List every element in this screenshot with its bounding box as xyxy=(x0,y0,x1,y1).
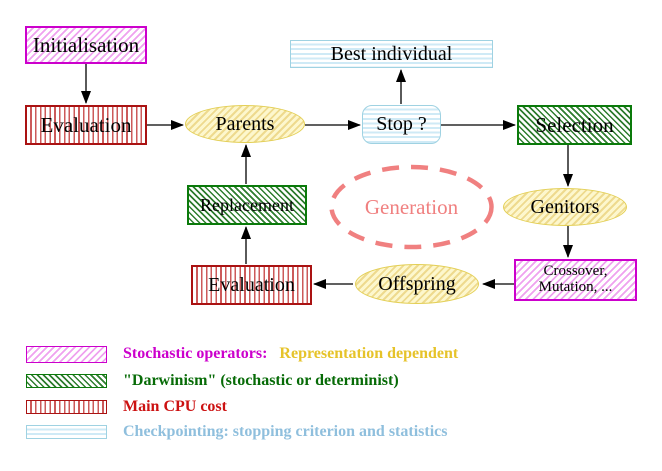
node-offspring-label: Offspring xyxy=(378,272,456,295)
node-replacement-label: Replacement xyxy=(200,194,294,215)
node-genitors: Genitors xyxy=(503,188,627,226)
node-crossover-mutation-line1: Crossover, xyxy=(543,263,608,280)
legend-swatch-cyan-stripes xyxy=(26,425,107,439)
legend-row-checkpointing: Checkpointing: stopping criterion and st… xyxy=(26,423,447,441)
node-initialisation: Initialisation xyxy=(25,26,147,64)
node-selection: Selection xyxy=(517,105,632,145)
legend-label-stochastic-operators: Stochastic operators: xyxy=(123,345,268,362)
node-evaluation-bottom-label: Evaluation xyxy=(208,273,295,296)
node-parents: Parents xyxy=(185,105,305,143)
node-stop-label: Stop ? xyxy=(376,113,427,135)
legend-label-checkpointing: Checkpointing: stopping criterion and st… xyxy=(123,423,448,440)
node-crossover-mutation: Crossover, Mutation, ... xyxy=(514,259,637,301)
generation-cycle-ellipse xyxy=(329,164,494,250)
node-generation-label: Generation xyxy=(364,194,459,219)
node-replacement: Replacement xyxy=(187,185,307,225)
legend-row-main-cpu-cost: Main CPU cost xyxy=(26,398,227,416)
node-offspring: Offspring xyxy=(355,264,479,304)
legend-swatch-red-stripes xyxy=(26,400,107,414)
legend-swatch-green-hatch xyxy=(26,374,107,388)
node-evaluation-top: Evaluation xyxy=(25,105,147,145)
node-parents-label: Parents xyxy=(215,112,275,135)
legend-label-main-cpu-cost: Main CPU cost xyxy=(123,398,227,415)
node-stop: Stop ? xyxy=(362,105,441,144)
legend-row-stochastic-operators: Stochastic operators: Representation dep… xyxy=(26,345,458,363)
node-crossover-mutation-line2: Mutation, ... xyxy=(538,279,613,295)
legend-label-darwinism: "Darwinism" (stochastic or determinist) xyxy=(123,372,399,389)
legend-swatch-magenta-hatch xyxy=(26,345,107,363)
node-selection-label: Selection xyxy=(535,112,614,137)
node-initialisation-label: Initialisation xyxy=(32,32,140,57)
node-genitors-label: Genitors xyxy=(530,195,600,218)
legend-label-representation-dependent: Representation dependent xyxy=(279,345,459,362)
node-best-individual: Best individual xyxy=(290,40,493,68)
node-evaluation-bottom: Evaluation xyxy=(191,265,312,305)
legend-row-darwinism: "Darwinism" (stochastic or determinist) xyxy=(26,372,399,390)
node-evaluation-top-label: Evaluation xyxy=(40,112,132,137)
node-best-individual-label: Best individual xyxy=(330,42,453,65)
